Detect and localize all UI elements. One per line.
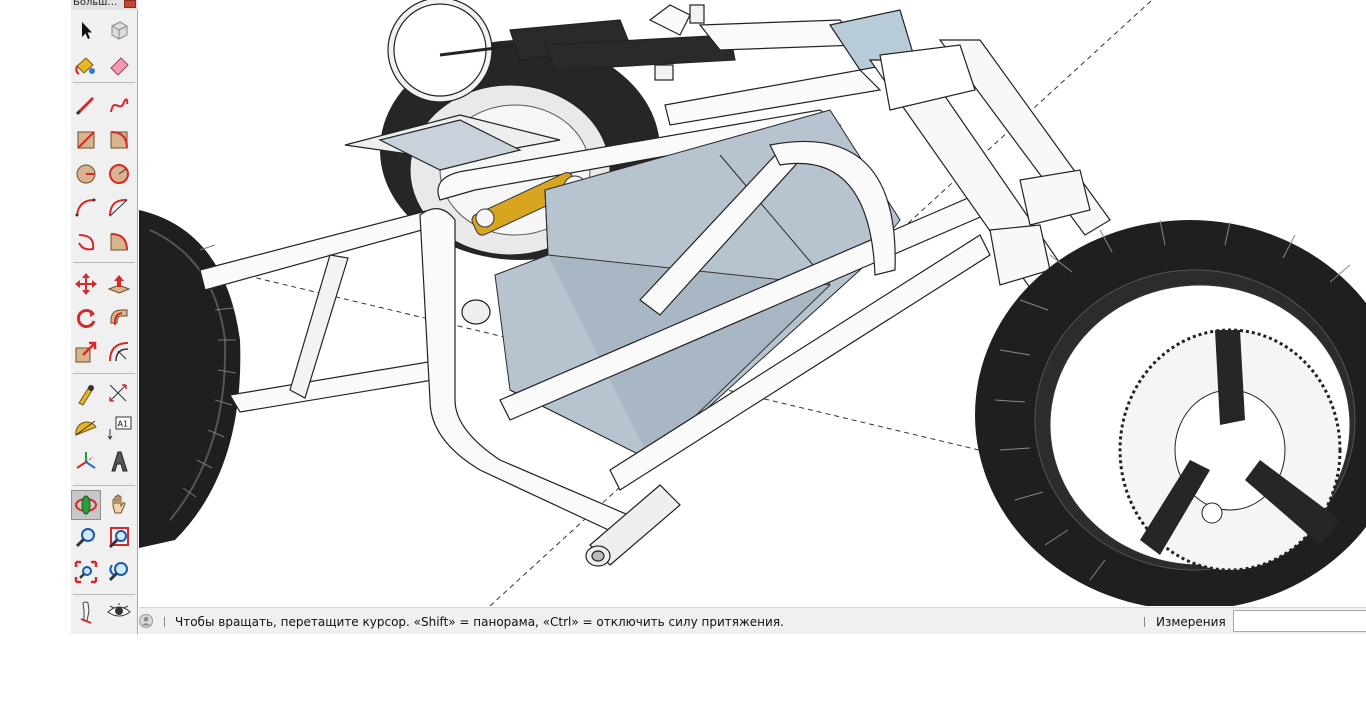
select-tool-icon[interactable] bbox=[71, 15, 101, 45]
eraser-icon[interactable] bbox=[104, 50, 134, 80]
axes-tool-icon[interactable] bbox=[71, 447, 101, 477]
push-pull-icon[interactable] bbox=[104, 269, 134, 299]
rotated-rectangle-icon[interactable] bbox=[104, 125, 134, 155]
text-tool-label: A1 bbox=[118, 420, 129, 429]
polygon-tool-icon[interactable] bbox=[104, 159, 134, 189]
component-tool-icon[interactable] bbox=[104, 15, 134, 45]
rotate-tool-icon[interactable] bbox=[71, 303, 101, 333]
zoom-tool-icon[interactable] bbox=[71, 523, 101, 553]
text-tool-icon[interactable]: A1 bbox=[104, 413, 134, 443]
two-point-arc-icon[interactable] bbox=[104, 193, 134, 223]
measurements-input[interactable] bbox=[1233, 610, 1366, 632]
arc-tool-icon[interactable] bbox=[71, 193, 101, 223]
status-divider bbox=[1144, 617, 1145, 627]
status-divider bbox=[164, 617, 165, 627]
tape-measure-icon[interactable] bbox=[71, 379, 101, 409]
3d-text-icon[interactable] bbox=[104, 447, 134, 477]
user-account-icon[interactable] bbox=[139, 614, 153, 628]
toolbar-close-button[interactable] bbox=[124, 0, 136, 8]
previous-view-icon[interactable] bbox=[104, 557, 134, 587]
motorcycle-3d-model bbox=[139, 0, 1366, 606]
rectangle-tool-icon[interactable] bbox=[71, 125, 101, 155]
scale-tool-icon[interactable] bbox=[71, 337, 101, 367]
zoom-window-icon[interactable] bbox=[104, 523, 134, 553]
measurements-label: Измерения bbox=[1156, 615, 1226, 629]
orbit-tool-icon[interactable] bbox=[71, 490, 101, 520]
model-viewport[interactable] bbox=[139, 0, 1366, 606]
freehand-tool-icon[interactable] bbox=[104, 90, 134, 120]
pie-tool-icon[interactable] bbox=[104, 227, 134, 257]
toolbar-title-bar[interactable]: Больш… bbox=[71, 0, 138, 10]
move-tool-icon[interactable] bbox=[71, 269, 101, 299]
paint-bucket-icon[interactable] bbox=[71, 50, 101, 80]
toolbar-title: Больш… bbox=[73, 0, 118, 8]
pan-tool-icon[interactable] bbox=[104, 490, 134, 520]
look-around-icon[interactable] bbox=[104, 598, 134, 626]
zoom-extents-icon[interactable] bbox=[71, 557, 101, 587]
follow-me-icon[interactable] bbox=[104, 303, 134, 333]
status-hint-text: Чтобы вращать, перетащите курсор. «Shift… bbox=[175, 615, 784, 629]
walk-tool-icon[interactable] bbox=[71, 598, 101, 626]
line-tool-icon[interactable] bbox=[71, 90, 101, 120]
protractor-icon[interactable] bbox=[71, 413, 101, 443]
circle-tool-icon[interactable] bbox=[71, 159, 101, 189]
status-bar: Чтобы вращать, перетащите курсор. «Shift… bbox=[139, 607, 1366, 634]
offset-tool-icon[interactable] bbox=[104, 337, 134, 367]
dimension-tool-icon[interactable] bbox=[104, 379, 134, 409]
large-toolset-toolbar: Больш… bbox=[71, 0, 138, 634]
three-point-arc-icon[interactable] bbox=[71, 227, 101, 257]
